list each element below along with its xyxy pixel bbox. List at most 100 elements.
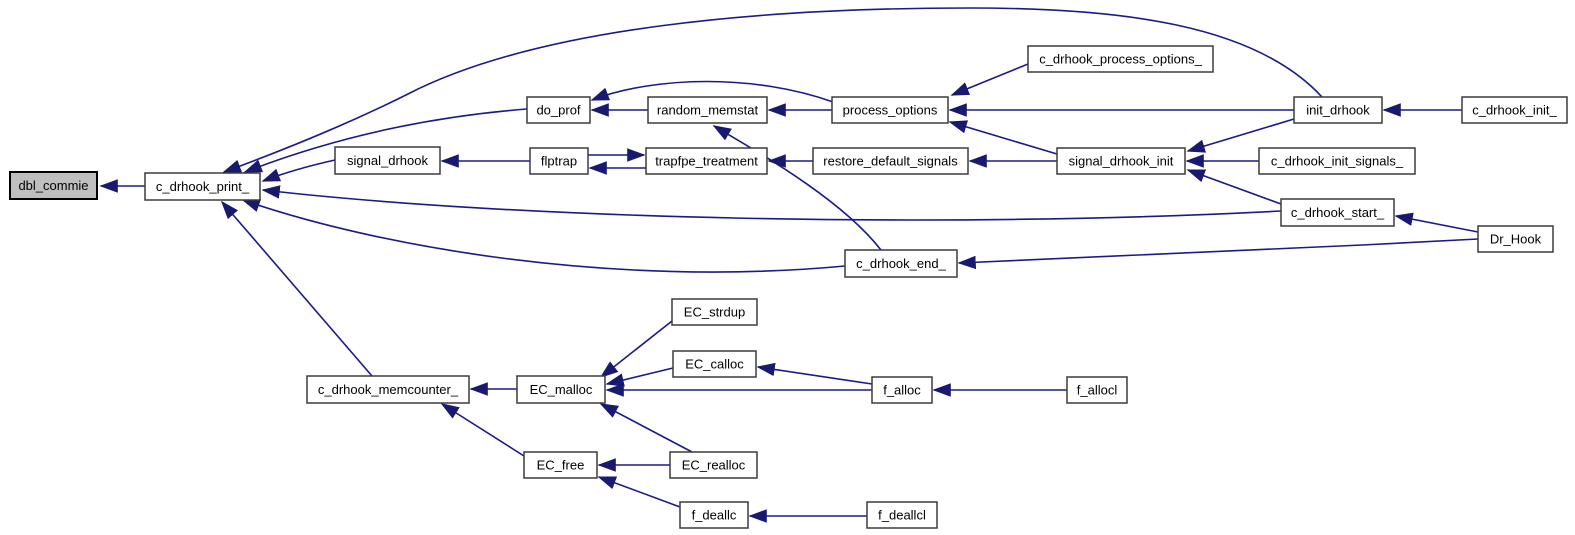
- node-label-EC_malloc: EC_malloc: [530, 382, 593, 397]
- node-box-c_drhook_end_[interactable]: [844, 249, 958, 278]
- node-box-flptrap[interactable]: [529, 147, 589, 175]
- node-box-EC_realloc[interactable]: [669, 451, 758, 479]
- node-c_drhook_end_[interactable]: c_drhook_end_: [844, 249, 958, 278]
- node-flptrap[interactable]: flptrap: [529, 147, 589, 175]
- node-box-c_drhook_memcounter_[interactable]: [306, 375, 470, 404]
- node-label-flptrap: flptrap: [541, 154, 577, 169]
- node-box-do_prof[interactable]: [526, 96, 591, 124]
- node-c_drhook_print_[interactable]: c_drhook_print_: [144, 172, 261, 201]
- node-c_drhook_start_[interactable]: c_drhook_start_: [1280, 198, 1395, 227]
- edge-c_drhook_start_-to-signal_drhook_init: [1186, 169, 1282, 205]
- edge-signal_drhook_init-to-process_options: [948, 120, 1058, 155]
- node-box-c_drhook_print_[interactable]: [144, 172, 261, 201]
- edge-c_drhook_end_-to-random_memstat: [712, 125, 882, 251]
- node-label-signal_drhook_init: signal_drhook_init: [1069, 154, 1174, 169]
- edge-c_drhook_process_options_-to-process_options: [950, 63, 1029, 96]
- node-box-EC_free[interactable]: [523, 451, 598, 479]
- node-dbl_commie[interactable]: dbl_commie: [9, 171, 98, 200]
- node-EC_free[interactable]: EC_free: [523, 451, 598, 479]
- node-f_deallcl[interactable]: f_deallcl: [866, 501, 938, 529]
- node-box-signal_drhook_init[interactable]: [1056, 147, 1186, 175]
- node-label-c_drhook_memcounter_: c_drhook_memcounter_: [318, 382, 459, 397]
- node-box-dbl_commie[interactable]: [9, 171, 98, 200]
- node-box-EC_calloc[interactable]: [672, 350, 757, 378]
- node-box-c_drhook_init_signals_[interactable]: [1258, 147, 1416, 175]
- node-EC_malloc[interactable]: EC_malloc: [516, 375, 606, 404]
- node-do_prof[interactable]: do_prof: [526, 96, 591, 124]
- node-random_memstat[interactable]: random_memstat: [647, 96, 768, 124]
- edge-init_drhook-to-c_drhook_print_: [222, 7, 1323, 173]
- node-box-c_drhook_start_[interactable]: [1280, 198, 1395, 227]
- node-init_drhook[interactable]: init_drhook: [1293, 96, 1383, 124]
- node-box-trapfpe_treatment[interactable]: [645, 147, 768, 175]
- edge-EC_calloc-to-EC_malloc: [605, 367, 674, 387]
- edge-EC_realloc-to-EC_malloc: [599, 403, 693, 453]
- node-process_options[interactable]: process_options: [831, 96, 949, 124]
- node-box-random_memstat[interactable]: [647, 96, 768, 124]
- node-box-process_options[interactable]: [831, 96, 949, 124]
- node-c_drhook_init_signals_[interactable]: c_drhook_init_signals_: [1258, 147, 1416, 175]
- node-label-c_drhook_start_: c_drhook_start_: [1291, 205, 1385, 220]
- node-label-c_drhook_print_: c_drhook_print_: [156, 179, 250, 194]
- node-EC_calloc[interactable]: EC_calloc: [672, 350, 757, 378]
- edge-Dr_Hook-to-c_drhook_end_: [957, 238, 1479, 270]
- edge-process_options-to-do_prof: [590, 80, 834, 103]
- node-box-f_deallc[interactable]: [679, 501, 749, 529]
- node-label-trapfpe_treatment: trapfpe_treatment: [655, 154, 758, 169]
- node-label-c_drhook_end_: c_drhook_end_: [856, 256, 946, 271]
- edge-EC_strdup-to-EC_malloc: [599, 320, 673, 378]
- node-label-process_options: process_options: [843, 103, 938, 118]
- node-Dr_Hook[interactable]: Dr_Hook: [1477, 225, 1554, 253]
- node-label-EC_free: EC_free: [537, 458, 585, 473]
- edge-do_prof-to-c_drhook_print_: [243, 108, 528, 173]
- node-label-dbl_commie: dbl_commie: [18, 178, 88, 193]
- node-label-do_prof: do_prof: [536, 103, 580, 118]
- node-c_drhook_init_[interactable]: c_drhook_init_: [1461, 96, 1568, 124]
- node-trapfpe_treatment[interactable]: trapfpe_treatment: [645, 147, 768, 175]
- node-label-random_memstat: random_memstat: [657, 103, 759, 118]
- edges-layer: [99, 7, 1479, 523]
- node-box-signal_drhook[interactable]: [334, 146, 441, 175]
- node-f_allocl[interactable]: f_allocl: [1066, 376, 1128, 404]
- node-signal_drhook_init[interactable]: signal_drhook_init: [1056, 147, 1186, 175]
- node-c_drhook_memcounter_[interactable]: c_drhook_memcounter_: [306, 375, 470, 404]
- edge-Dr_Hook-to-c_drhook_start_: [1394, 212, 1479, 233]
- node-label-c_drhook_init_signals_: c_drhook_init_signals_: [1271, 154, 1404, 169]
- node-restore_default_signals[interactable]: restore_default_signals: [812, 147, 969, 175]
- node-label-f_deallcl: f_deallcl: [878, 508, 926, 523]
- node-label-f_deallc: f_deallc: [692, 508, 737, 523]
- node-box-restore_default_signals[interactable]: [812, 147, 969, 175]
- node-c_drhook_process_options_[interactable]: c_drhook_process_options_: [1027, 45, 1214, 73]
- node-EC_strdup[interactable]: EC_strdup: [671, 298, 758, 326]
- node-box-f_deallcl[interactable]: [866, 501, 938, 529]
- node-label-c_drhook_process_options_: c_drhook_process_options_: [1039, 52, 1202, 67]
- node-label-EC_realloc: EC_realloc: [682, 458, 746, 473]
- node-label-EC_strdup: EC_strdup: [684, 305, 745, 320]
- edge-signal_drhook-to-c_drhook_print_: [261, 159, 336, 182]
- node-box-init_drhook[interactable]: [1293, 96, 1383, 124]
- node-label-restore_default_signals: restore_default_signals: [823, 154, 958, 169]
- node-box-f_allocl[interactable]: [1066, 376, 1128, 404]
- node-label-c_drhook_init_: c_drhook_init_: [1472, 103, 1557, 118]
- edge-f_alloc-to-EC_calloc: [756, 362, 873, 385]
- node-box-EC_malloc[interactable]: [516, 375, 606, 404]
- node-box-f_alloc[interactable]: [871, 376, 933, 404]
- node-label-signal_drhook: signal_drhook: [347, 153, 428, 168]
- node-label-EC_calloc: EC_calloc: [685, 357, 744, 372]
- node-EC_realloc[interactable]: EC_realloc: [669, 451, 758, 479]
- node-box-Dr_Hook[interactable]: [1477, 225, 1554, 253]
- edge-f_deallc-to-EC_free: [597, 476, 681, 508]
- edge-c_drhook_end_-to-c_drhook_print_: [241, 199, 846, 273]
- node-box-c_drhook_process_options_[interactable]: [1027, 45, 1214, 73]
- node-box-c_drhook_init_[interactable]: [1461, 96, 1568, 124]
- node-label-f_alloc: f_alloc: [883, 383, 921, 398]
- node-f_deallc[interactable]: f_deallc: [679, 501, 749, 529]
- edge-init_drhook-to-signal_drhook_init: [1186, 118, 1295, 153]
- node-box-EC_strdup[interactable]: [671, 298, 758, 326]
- edge-c_drhook_start_-to-c_drhook_print_: [261, 185, 1282, 221]
- node-signal_drhook[interactable]: signal_drhook: [334, 146, 441, 175]
- node-f_alloc[interactable]: f_alloc: [871, 376, 933, 404]
- nodes-layer: dbl_commie c_drhook_print_ signal_drhook do…: [9, 45, 1568, 529]
